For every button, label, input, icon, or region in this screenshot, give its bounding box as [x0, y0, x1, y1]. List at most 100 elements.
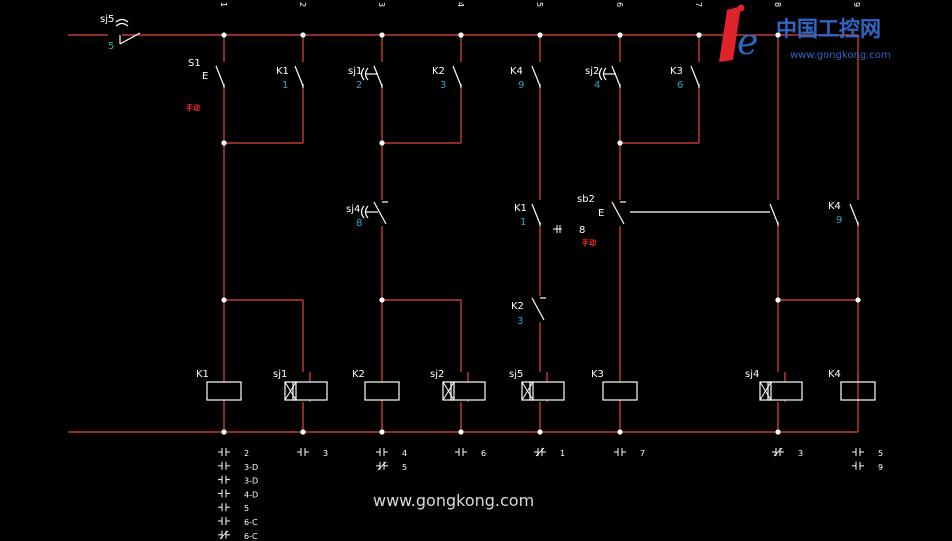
coil-label-k1: K1 [196, 369, 209, 380]
column-number: 9 [852, 2, 861, 7]
junction-dot [775, 429, 781, 435]
xref-entry: 5 [244, 504, 249, 513]
xref-entry: 5 [878, 449, 883, 458]
junction-dot [537, 32, 543, 38]
coil-sj4-timer-box [759, 381, 772, 401]
k2-low-contact-blade [531, 297, 545, 321]
coil-label-k2: K2 [352, 369, 365, 380]
xref-entry: 2 [244, 449, 249, 458]
k4-top-label: K4 [510, 66, 523, 77]
sj5-label: sj5 [100, 14, 114, 25]
contact-symbol-nc [219, 530, 229, 540]
k1-mid-label: K1 [514, 203, 527, 214]
sj1-contact-blade [373, 65, 383, 87]
junction-dot [696, 32, 702, 38]
junction-dot [221, 140, 227, 146]
xref-entry: 6-C [244, 518, 258, 527]
k4-top-number: 9 [518, 80, 524, 91]
sj2-contact-blade [611, 65, 621, 87]
coil-sj4 [767, 381, 803, 401]
logo-url: www.gongkong.com [790, 50, 891, 61]
xref-entry: 7 [640, 449, 645, 458]
sj2-label: sj2 [585, 66, 599, 77]
k4-mid-number: 9 [836, 215, 842, 226]
coil-label-k4: K4 [828, 369, 841, 380]
xref-entry: 5 [402, 463, 407, 472]
sj2-number: 4 [594, 80, 600, 91]
junction-dot [617, 429, 623, 435]
k1-mid-number: 1 [520, 217, 526, 228]
column-number: 8 [773, 2, 782, 7]
wires [68, 32, 861, 435]
junction-dot [300, 429, 306, 435]
k1-mid-note: 手动 [582, 238, 596, 247]
xref-entry: 4 [402, 449, 407, 458]
contact-symbol-nc [377, 461, 387, 471]
column-number: 3 [377, 2, 386, 7]
coil-sj4-timer-x [759, 381, 772, 401]
sj4-timer-arc [360, 205, 365, 219]
junction-dot [221, 429, 227, 435]
junction-dot [379, 297, 385, 303]
junction-dot [458, 32, 464, 38]
column-number: 5 [535, 2, 544, 7]
logo-e: e [737, 22, 758, 63]
coil-k2 [364, 381, 400, 401]
sj4-label: sj4 [346, 204, 360, 215]
sj5-arc [115, 18, 129, 23]
junction-dot [379, 140, 385, 146]
junction-dot [617, 32, 623, 38]
logo-i-dot [737, 4, 745, 12]
sj1-number: 2 [356, 80, 362, 91]
k1-top-label: K1 [276, 66, 289, 77]
junction-dot [458, 429, 464, 435]
junction-dot [775, 32, 781, 38]
sj1-timer-arc [364, 67, 369, 81]
junction-dot [775, 297, 781, 303]
sb2-contact-blade [611, 201, 625, 225]
k3-top-number: 6 [677, 80, 683, 91]
column-number: 6 [615, 2, 624, 7]
sb2-actuator: E [598, 208, 604, 219]
coil-sj1-timer-box [284, 381, 297, 401]
column-number: 1 [219, 2, 228, 7]
junction-dot [537, 429, 543, 435]
coil-sj2-timer-x [442, 381, 455, 401]
k3-top-contact-blade [690, 65, 700, 87]
logo-chinese: 中国工控网 [776, 17, 881, 41]
coil-sj5-timer-x [521, 381, 534, 401]
k1-mid-side: 8 [579, 225, 585, 236]
contact-symbol-nc [535, 447, 545, 457]
coil-label-sj4: sj4 [745, 369, 759, 380]
s1-actuator: E [202, 71, 208, 82]
coil-label-sj5: sj5 [509, 369, 523, 380]
k3-top-label: K3 [670, 66, 683, 77]
sj5-blade [119, 32, 141, 45]
k2-top-contact-blade [452, 65, 462, 87]
k4-mid-label: K4 [828, 201, 841, 212]
sb2-label: sb2 [577, 194, 595, 205]
xref-entry: 3-D [244, 477, 258, 486]
junction-dot [221, 297, 227, 303]
xref-entry: 1 [560, 449, 565, 458]
coil-sj5 [529, 381, 565, 401]
k2-top-label: K2 [432, 66, 445, 77]
sj2-timer-arc [598, 67, 603, 81]
k8-contact-blade [769, 203, 779, 225]
junction-dot [617, 140, 623, 146]
xref-entry: 6 [481, 449, 486, 458]
k2-low-number: 3 [517, 316, 523, 327]
coil-k3 [602, 381, 638, 401]
coil-k4 [840, 381, 876, 401]
s1-contact-blade [215, 65, 225, 87]
s1-label: S1 [188, 58, 201, 69]
watermark-text: www.gongkong.com [373, 491, 534, 510]
k2-top-number: 3 [440, 80, 446, 91]
k4-top-contact-blade [531, 65, 541, 87]
coil-sj2 [450, 381, 486, 401]
